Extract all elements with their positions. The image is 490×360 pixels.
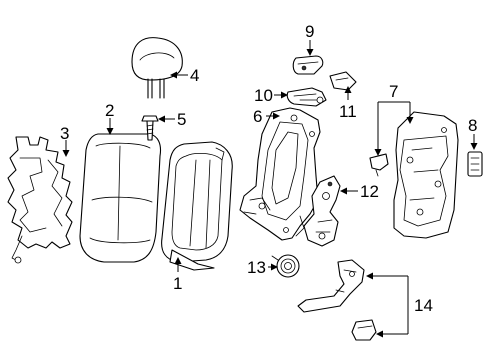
part-12-recliner [303, 175, 341, 247]
callout-11: 11 [339, 102, 357, 121]
part-13-spring [271, 254, 300, 278]
callout-7: 7 [389, 82, 398, 101]
callout-5: 5 [177, 110, 186, 129]
part-11-bracket [329, 71, 357, 91]
part-10-latch [286, 87, 327, 107]
part-5-bolt [141, 115, 159, 141]
part-7-clip [369, 153, 389, 177]
callout-3: 3 [60, 124, 69, 143]
callout-8: 8 [468, 116, 477, 135]
part-3-heater-pad [7, 136, 73, 264]
callout-6: 6 [253, 107, 262, 126]
callout-14: 14 [414, 296, 433, 315]
part-4-headrest [131, 37, 183, 99]
callout-13: 13 [247, 258, 266, 277]
part-1-seatback-pad [161, 141, 233, 271]
callout-10: 10 [254, 86, 273, 105]
callout-4: 4 [190, 66, 199, 85]
part-14-knob [351, 319, 377, 341]
callout-1: 1 [173, 274, 182, 293]
callout-labels: 1 2 3 4 5 6 7 8 9 10 11 12 13 14 [60, 22, 477, 315]
part-9-cover [292, 55, 324, 75]
part-6-frame [239, 107, 321, 241]
part-7-back-board [393, 111, 459, 239]
callout-9: 9 [305, 22, 314, 41]
part-8-clip [467, 151, 483, 177]
callout-12: 12 [360, 182, 379, 201]
callout-2: 2 [105, 101, 114, 120]
part-14-lever [297, 259, 365, 313]
leader-lines [62, 40, 478, 338]
part-2-seatback-cover [79, 133, 162, 263]
